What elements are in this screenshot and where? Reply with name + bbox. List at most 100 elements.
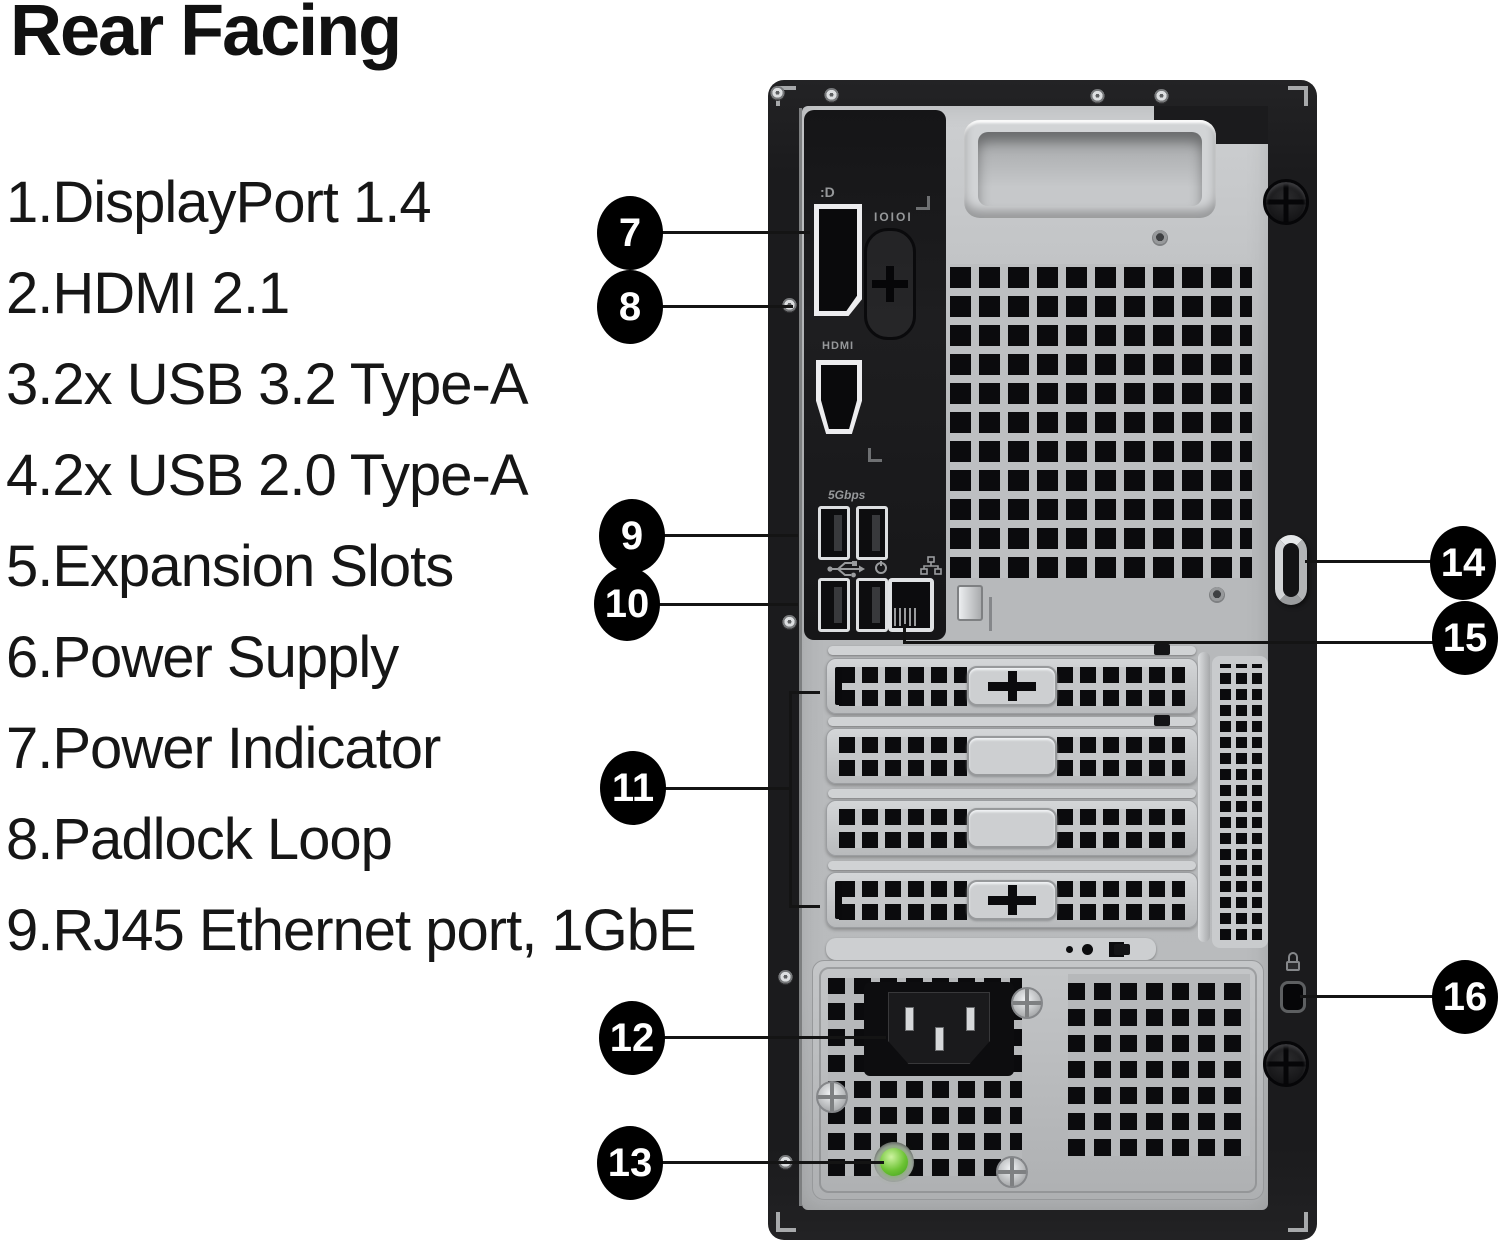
ethernet-opening <box>892 582 930 628</box>
hdmi-opening <box>821 365 857 429</box>
slot-vent <box>1056 880 1185 920</box>
usb2-port-2 <box>856 578 888 632</box>
callout-line-8 <box>620 305 793 308</box>
screw <box>824 88 839 103</box>
slot-rail <box>828 861 1196 870</box>
ethernet-contacts <box>894 608 916 626</box>
legend-item-hdmi: 2.HDMI 2.1 <box>6 261 290 326</box>
psu-screw <box>1011 987 1043 1019</box>
thumbscrew <box>1263 1041 1309 1087</box>
slot-bottom-rail <box>826 938 1156 960</box>
power-icon <box>875 560 887 574</box>
psu-screw <box>996 1156 1028 1188</box>
legend-item-usb32: 3.2x USB 3.2 Type-A <box>6 352 529 417</box>
callout-line-11 <box>624 787 791 790</box>
power-indicator-led <box>880 1148 908 1176</box>
chassis-hole <box>1209 587 1225 603</box>
callout-line-15 <box>903 641 1436 644</box>
slot-emblem-plus <box>967 666 1057 706</box>
slot-vent <box>839 666 968 706</box>
chassis-hole <box>1152 230 1168 246</box>
usb3-port-1 <box>818 506 850 560</box>
legend-item-power-supply: 6.Power Supply <box>6 625 399 690</box>
slot-emblem-plus <box>967 880 1057 920</box>
indicator-dot <box>1066 946 1073 953</box>
slot-emblem <box>967 736 1057 776</box>
handle-scoop <box>978 132 1202 206</box>
corner-mark <box>868 448 882 462</box>
expansion-slot-cover-1 <box>826 658 1198 714</box>
callout-line-12 <box>622 1036 886 1039</box>
serial-port-label: IOIOI <box>874 210 913 224</box>
padlock-icon <box>1286 952 1300 974</box>
rail-clip <box>1154 715 1170 726</box>
callout-line-9 <box>622 534 798 537</box>
callout-line-16 <box>1300 995 1436 998</box>
padlock-loop <box>1275 535 1307 605</box>
callout-13: 13 <box>597 1126 663 1200</box>
slot-bracket-bar <box>835 667 842 705</box>
displayport-icon: :D <box>820 184 835 200</box>
slot-emblem <box>967 808 1057 848</box>
legend-list: 1.DisplayPort 1.4 2.HDMI 2.1 3.2x USB 3.… <box>6 157 697 976</box>
ethernet-icon <box>920 556 942 575</box>
expansion-slot-cover-4 <box>826 872 1198 928</box>
psu-screw <box>816 1081 848 1113</box>
legend-item-power-indicator: 7.Power Indicator <box>6 716 441 781</box>
carry-handle-recess <box>964 120 1216 218</box>
callout-9: 9 <box>599 499 665 573</box>
top-vent-grid <box>950 264 1252 578</box>
computer-rear-view: :D HDMI IOIOI 5Gbps <box>768 80 1317 1240</box>
usb2-port-1 <box>818 578 850 632</box>
displayport-port <box>814 204 862 316</box>
callout-bracket-11 <box>789 691 792 908</box>
inlet-pin <box>905 1007 914 1031</box>
callout-8: 8 <box>597 270 663 344</box>
callout-12: 12 <box>599 1001 665 1075</box>
callout-line-7 <box>620 231 810 234</box>
displayport-opening <box>819 209 857 311</box>
io-port-panel: :D HDMI IOIOI 5Gbps <box>804 110 946 640</box>
expansion-slot-cover-2 <box>826 728 1198 784</box>
slot-vent <box>839 808 968 848</box>
callout-line-10 <box>618 603 798 606</box>
inlet-pin <box>966 1007 975 1031</box>
slot-vent <box>1056 736 1185 776</box>
page-title: Rear Facing <box>10 0 402 71</box>
callout-16: 16 <box>1432 960 1498 1034</box>
screw <box>1090 89 1105 104</box>
usb3-port-2 <box>856 506 888 560</box>
usb-speed-label: 5Gbps <box>828 488 866 502</box>
side-vent-grid <box>1220 664 1262 940</box>
rail-clip <box>1154 644 1170 655</box>
corner-bracket-icon <box>1288 1212 1308 1232</box>
corner-bracket-icon <box>1288 86 1308 106</box>
legend-item-expansion-slots: 5.Expansion Slots <box>6 534 454 599</box>
callout-11: 11 <box>600 751 666 825</box>
hdmi-port <box>816 360 862 434</box>
callout-bracket-11-bottom <box>789 905 820 908</box>
latch-pin <box>989 597 992 631</box>
power-inlet-plate <box>864 982 1014 1076</box>
slot-rail <box>828 789 1196 798</box>
legend-item-usb20: 4.2x USB 2.0 Type-A <box>6 443 529 508</box>
rail-clip <box>1114 944 1130 955</box>
thumbscrew <box>1263 179 1309 225</box>
screw <box>1154 89 1169 104</box>
corner-mark <box>916 196 930 210</box>
legend-item-ethernet: 9.RJ45 Ethernet port, 1GbE <box>6 898 697 963</box>
slot-vent <box>839 880 968 920</box>
callout-line-15-tick <box>903 624 906 644</box>
indicator-dot <box>1082 944 1093 955</box>
usb-icon <box>827 561 865 578</box>
slot-vent <box>1056 808 1185 848</box>
screw <box>770 86 785 101</box>
corner-bracket-icon <box>776 1212 796 1232</box>
callout-10: 10 <box>594 567 660 641</box>
screw <box>782 615 797 630</box>
hdmi-label: HDMI <box>822 340 855 352</box>
callout-line-14 <box>1305 560 1436 563</box>
callout-line-13 <box>620 1161 884 1164</box>
serial-port-knockout <box>864 228 916 340</box>
